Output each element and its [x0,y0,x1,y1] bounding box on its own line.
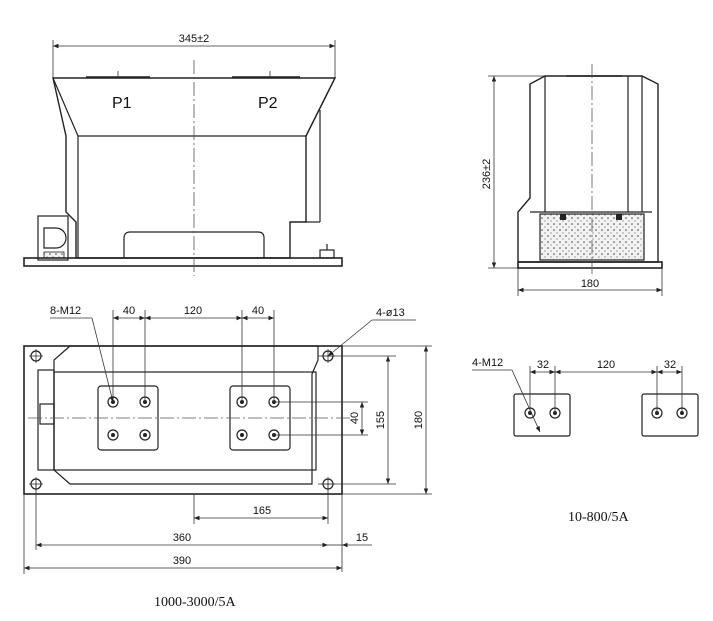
secondary-terminal-cover [43,227,67,249]
terminal-label-p2: P2 [258,95,278,112]
bolt-hole [107,429,119,441]
hole-leader-line [327,319,373,357]
front-view: 345±2 P1 P2 [23,33,343,276]
terminal-label-p1: P1 [112,95,132,112]
secondary-terminal-box [37,215,69,261]
shoulder-line [305,77,336,137]
dim-vert-180-label: 180 [413,411,425,429]
side-bolt [560,214,566,220]
shoulder-line [52,77,79,137]
plan-view: 40 120 40 8-M12 4-ø13 40 155 180 165 360 [23,305,432,610]
bolt-label: 8-M12 [50,305,81,317]
side-view: 236±2 180 [481,64,663,296]
bolt-hole [236,429,248,441]
small-terminal-plate [513,393,571,437]
spacing-right-label: 40 [252,305,264,317]
small-caption: 10-800/5A [568,510,630,525]
dim-360-label: 360 [173,532,191,544]
plan-secondary-cover [39,403,55,425]
plan-body-outline [53,345,319,485]
dim-15-label: 15 [356,532,368,544]
hole-label: 4-ø13 [376,307,405,319]
dim-390-label: 390 [173,555,191,567]
dim-vert-155-label: 155 [375,411,387,429]
height-dimension-label: 236±2 [481,159,493,190]
base-plate [23,257,343,267]
small-bolt-leader [511,369,541,433]
spacing-left-label: 40 [123,305,135,317]
spacing-center-label: 120 [184,305,202,317]
ground-bolt [319,249,335,259]
plan-base-plate [23,345,343,495]
side-base-plate [517,261,663,269]
small-spacing-center-label: 120 [597,359,615,371]
dim-165-label: 165 [253,505,271,517]
plan-caption: 1000-3000/5A [154,595,237,610]
side-width-dimension-label: 180 [581,278,599,290]
small-bolt-label: 4-M12 [472,357,503,369]
small-terminal-view: 32 120 32 4-M12 10-800/5A [472,357,699,525]
small-spacing-left-label: 32 [537,359,549,371]
small-terminal-plate [641,393,699,437]
small-spacing-right-label: 32 [664,359,676,371]
secondary-insulation [43,251,65,259]
terminal-bolts [107,396,280,441]
dim-vert-small-label: 40 [349,412,361,424]
plan-inner-outline [53,371,317,471]
side-bolt [616,214,622,220]
bolt-hole [139,429,151,441]
bolt-leader-line [91,317,114,403]
width-dimension-label: 345±2 [179,33,210,45]
